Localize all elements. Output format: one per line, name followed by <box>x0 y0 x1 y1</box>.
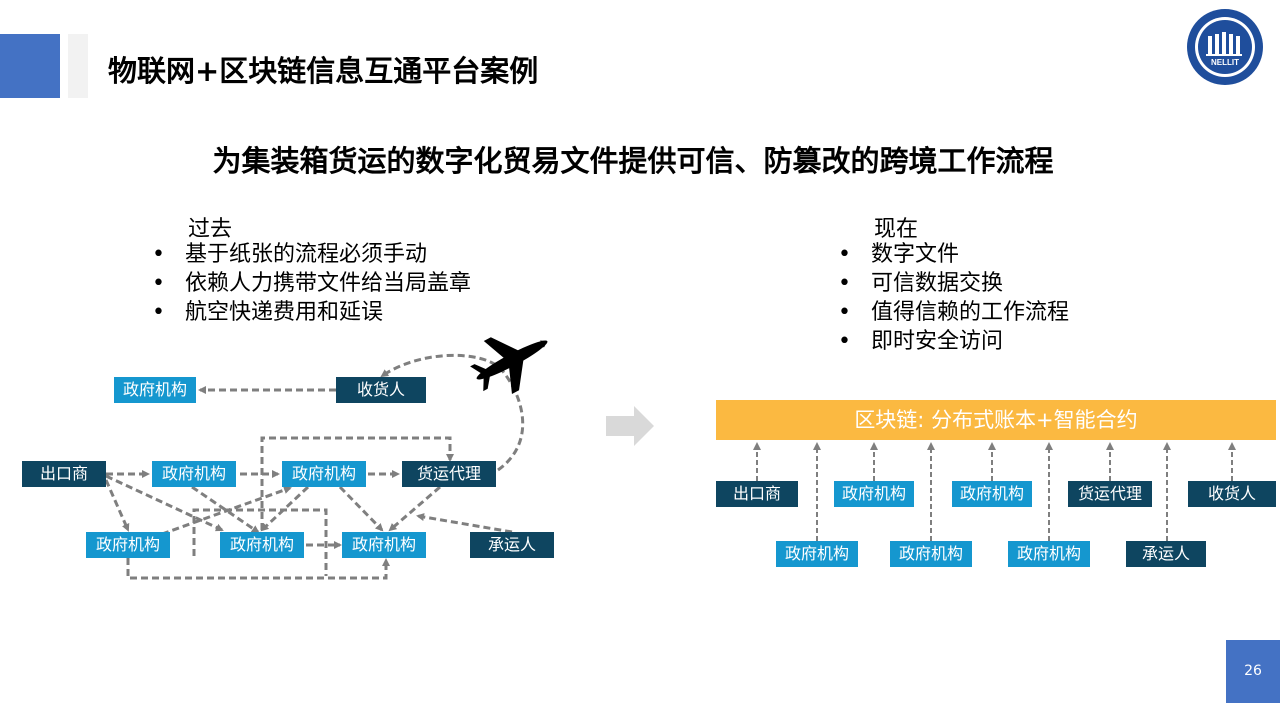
arrow-freight-gov6 <box>388 485 441 532</box>
arrow-loop-top <box>260 436 454 530</box>
gov-box-row2-c: 政府机构 <box>342 532 426 558</box>
page-number: 26 <box>1226 640 1280 703</box>
arrow-gov2-gov6 <box>338 485 384 532</box>
airplane-icon <box>470 337 548 394</box>
arrow-carrier-gov6 <box>416 513 513 534</box>
past-item: 依赖人力携带文件给当局盖章 <box>152 269 471 298</box>
title-accent-bar <box>0 34 60 98</box>
logo-text: NELLIT <box>1211 58 1239 67</box>
arrow-loop-bottom <box>126 558 390 580</box>
new-gov-box: 政府机构 <box>834 481 914 507</box>
new-exporter-box: 出口商 <box>716 481 798 507</box>
blockchain-bar: 区块链: 分布式账本+智能合约 <box>716 400 1276 440</box>
new-gov-box: 政府机构 <box>776 541 858 567</box>
carrier-box: 承运人 <box>470 532 554 558</box>
right-arrow-icon <box>606 406 654 446</box>
new-freight-agent-box: 货运代理 <box>1068 481 1152 507</box>
past-item: 基于纸张的流程必须手动 <box>152 240 471 269</box>
university-logo-icon: NELLIT <box>1187 9 1263 85</box>
present-heading: 现在 <box>874 217 919 242</box>
exporter-box: 出口商 <box>22 461 106 487</box>
new-carrier-box: 承运人 <box>1126 541 1206 567</box>
arrow-loop-inner <box>192 508 328 576</box>
present-item: 可信数据交换 <box>838 269 1069 298</box>
gov-box-row2-b: 政府机构 <box>220 532 304 558</box>
freight-agent-box: 货运代理 <box>402 461 496 487</box>
gov-box-row1-b: 政府机构 <box>282 461 366 487</box>
present-list: 数字文件 可信数据交换 值得信赖的工作流程 即时安全访问 <box>838 240 1069 356</box>
present-item: 值得信赖的工作流程 <box>838 298 1069 327</box>
past-list: 基于纸张的流程必须手动 依赖人力携带文件给当局盖章 航空快递费用和延误 <box>152 240 471 327</box>
new-gov-box: 政府机构 <box>890 541 972 567</box>
slide-title: 物联网+区块链信息互通平台案例 <box>108 54 539 88</box>
new-gov-box: 政府机构 <box>952 481 1032 507</box>
past-item: 航空快递费用和延误 <box>152 298 471 327</box>
gov-box-row1-a: 政府机构 <box>152 461 236 487</box>
gov-box-top: 政府机构 <box>114 377 196 403</box>
present-item: 数字文件 <box>838 240 1069 269</box>
slide-subtitle: 为集装箱货运的数字化贸易文件提供可信、防篡改的跨境工作流程 <box>212 144 1054 178</box>
new-consignee-box: 收货人 <box>1188 481 1276 507</box>
gov-box-row2-a: 政府机构 <box>86 532 170 558</box>
title-accent-gray <box>68 34 88 98</box>
past-heading: 过去 <box>188 217 233 242</box>
consignee-box: 收货人 <box>336 377 426 403</box>
new-gov-box: 政府机构 <box>1008 541 1090 567</box>
present-item: 即时安全访问 <box>838 327 1069 356</box>
arrow-exporter-gov4 <box>104 479 130 532</box>
arrow-freight-plane-consignee <box>380 353 525 472</box>
